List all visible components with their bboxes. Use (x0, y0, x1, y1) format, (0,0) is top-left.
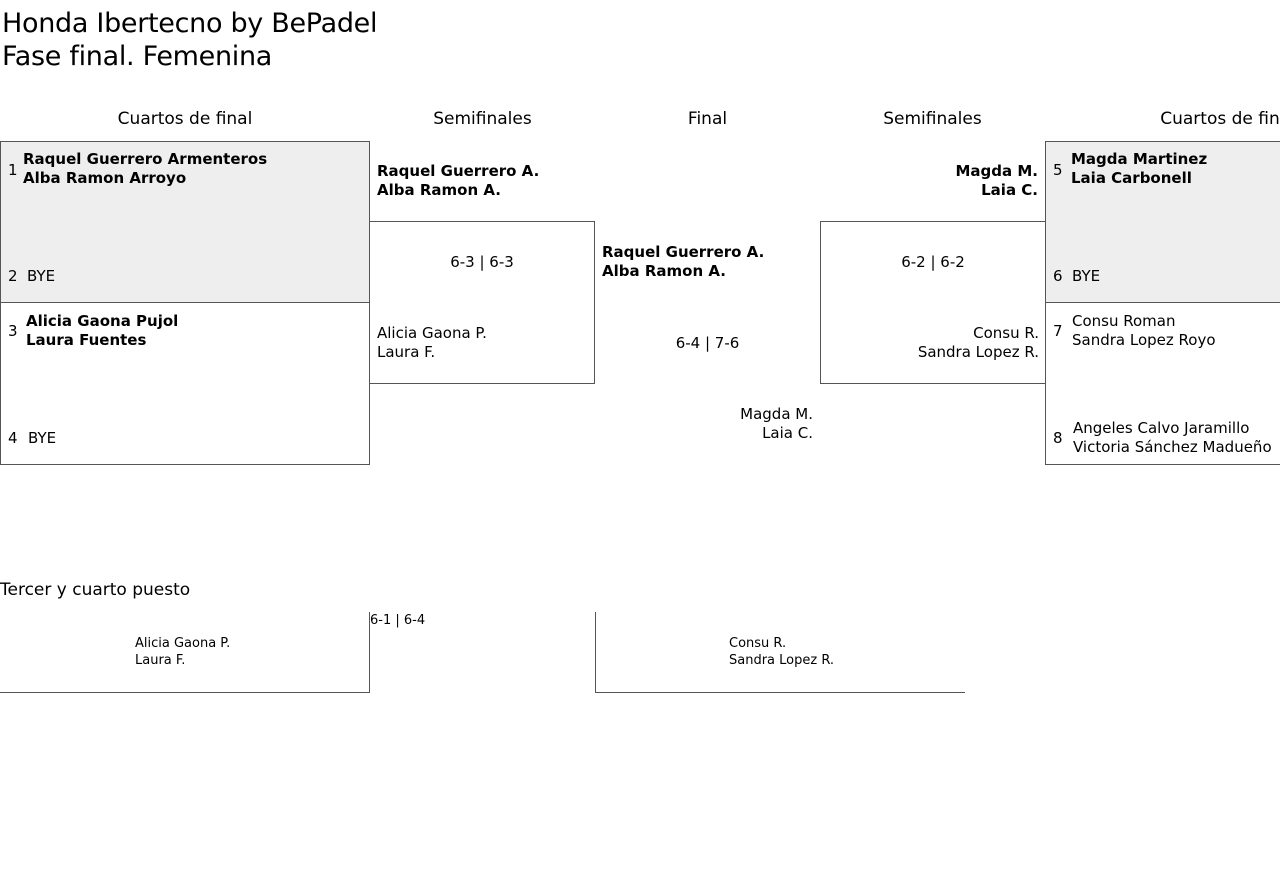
bye-label: BYE (1072, 267, 1101, 285)
bye-label: BYE (28, 429, 57, 447)
final-bottom-player: Magda M. (740, 405, 813, 423)
player-name: Consu Roman (1072, 312, 1176, 330)
player-name: Consu R. (973, 324, 1039, 342)
final-top-player: Raquel Guerrero A. (602, 243, 765, 261)
match-score: 6-2 | 6-2 (901, 253, 965, 271)
tournament-title: Honda Ibertecno by BePadel (2, 8, 378, 39)
final-top-player: Alba Ramon A. (602, 262, 726, 280)
player-name: Laura F. (377, 343, 436, 361)
player-name: Alba Ramon Arroyo (23, 169, 187, 187)
third-place-right-bracket (595, 612, 965, 693)
column-heading-qf-left: Cuartos de final (117, 109, 253, 129)
qf-left-match-1[interactable]: 1 Raquel Guerrero Armenteros Alba Ramon … (0, 141, 370, 303)
player-name: Sandra Lopez R. (729, 653, 835, 668)
column-heading-qf-right: Cuartos de fin (1160, 109, 1280, 129)
third-place-left-bracket (0, 612, 370, 693)
match-score: 6-3 | 6-3 (450, 253, 514, 271)
final-score[interactable]: 6-4 | 7-6 (675, 334, 740, 352)
player-name: Magda Martinez (1071, 150, 1208, 168)
player-name: Alicia Gaona P. (135, 636, 231, 651)
seed-number: 7 (1053, 322, 1063, 340)
player-name: Alicia Gaona Pujol (26, 312, 179, 330)
seed-number: 4 (8, 429, 18, 447)
player-name: Raquel Guerrero Armenteros (23, 150, 268, 168)
column-heading-sf-right: Semifinales (883, 109, 982, 129)
qf-right-match-2[interactable]: 7 Consu Roman Sandra Lopez Royo 8 Angele… (1045, 302, 1280, 465)
seed-number: 6 (1053, 267, 1063, 285)
player-name: Victoria Sánchez Madueño (1073, 438, 1272, 456)
final-bottom-player: Laia C. (762, 424, 813, 442)
column-heading-final: Final (687, 109, 728, 129)
player-name: Angeles Calvo Jaramillo (1073, 419, 1250, 437)
player-name: Laura F. (135, 653, 186, 668)
sf-right-top-player: Laia C. (981, 181, 1038, 199)
player-name: Alicia Gaona P. (377, 324, 487, 342)
sf-right-match[interactable]: 6-2 | 6-2 Consu R. Sandra Lopez R. (820, 221, 1046, 384)
seed-number: 1 (8, 161, 18, 179)
player-name: Laia Carbonell (1071, 169, 1192, 187)
player-name: Laura Fuentes (26, 331, 147, 349)
qf-right-match-1[interactable]: 5 Magda Martinez Laia Carbonell 6 BYE (1045, 141, 1280, 303)
draw-subtitle: Fase final. Femenina (2, 41, 273, 72)
player-name: Sandra Lopez Royo (1072, 331, 1216, 349)
column-heading-sf-left: Semifinales (433, 109, 532, 129)
third-place-score[interactable]: 6-1 | 6-4 (370, 613, 426, 628)
player-name: Consu R. (729, 636, 787, 651)
seed-number: 5 (1053, 161, 1063, 179)
sf-left-top-player: Alba Ramon A. (377, 181, 501, 199)
seed-number: 8 (1053, 429, 1063, 447)
sf-left-match[interactable]: 6-3 | 6-3 Alicia Gaona P. Laura F. (369, 221, 595, 384)
sf-right-top-player: Magda M. (955, 162, 1039, 180)
bye-label: BYE (27, 267, 56, 285)
sf-left-top-player: Raquel Guerrero A. (377, 162, 540, 180)
qf-left-match-2[interactable]: 3 Alicia Gaona Pujol Laura Fuentes 4 BYE (0, 302, 370, 465)
third-place-heading: Tercer y cuarto puesto (0, 580, 191, 600)
seed-number: 3 (8, 322, 18, 340)
player-name: Sandra Lopez R. (917, 343, 1039, 361)
seed-number: 2 (8, 267, 18, 285)
